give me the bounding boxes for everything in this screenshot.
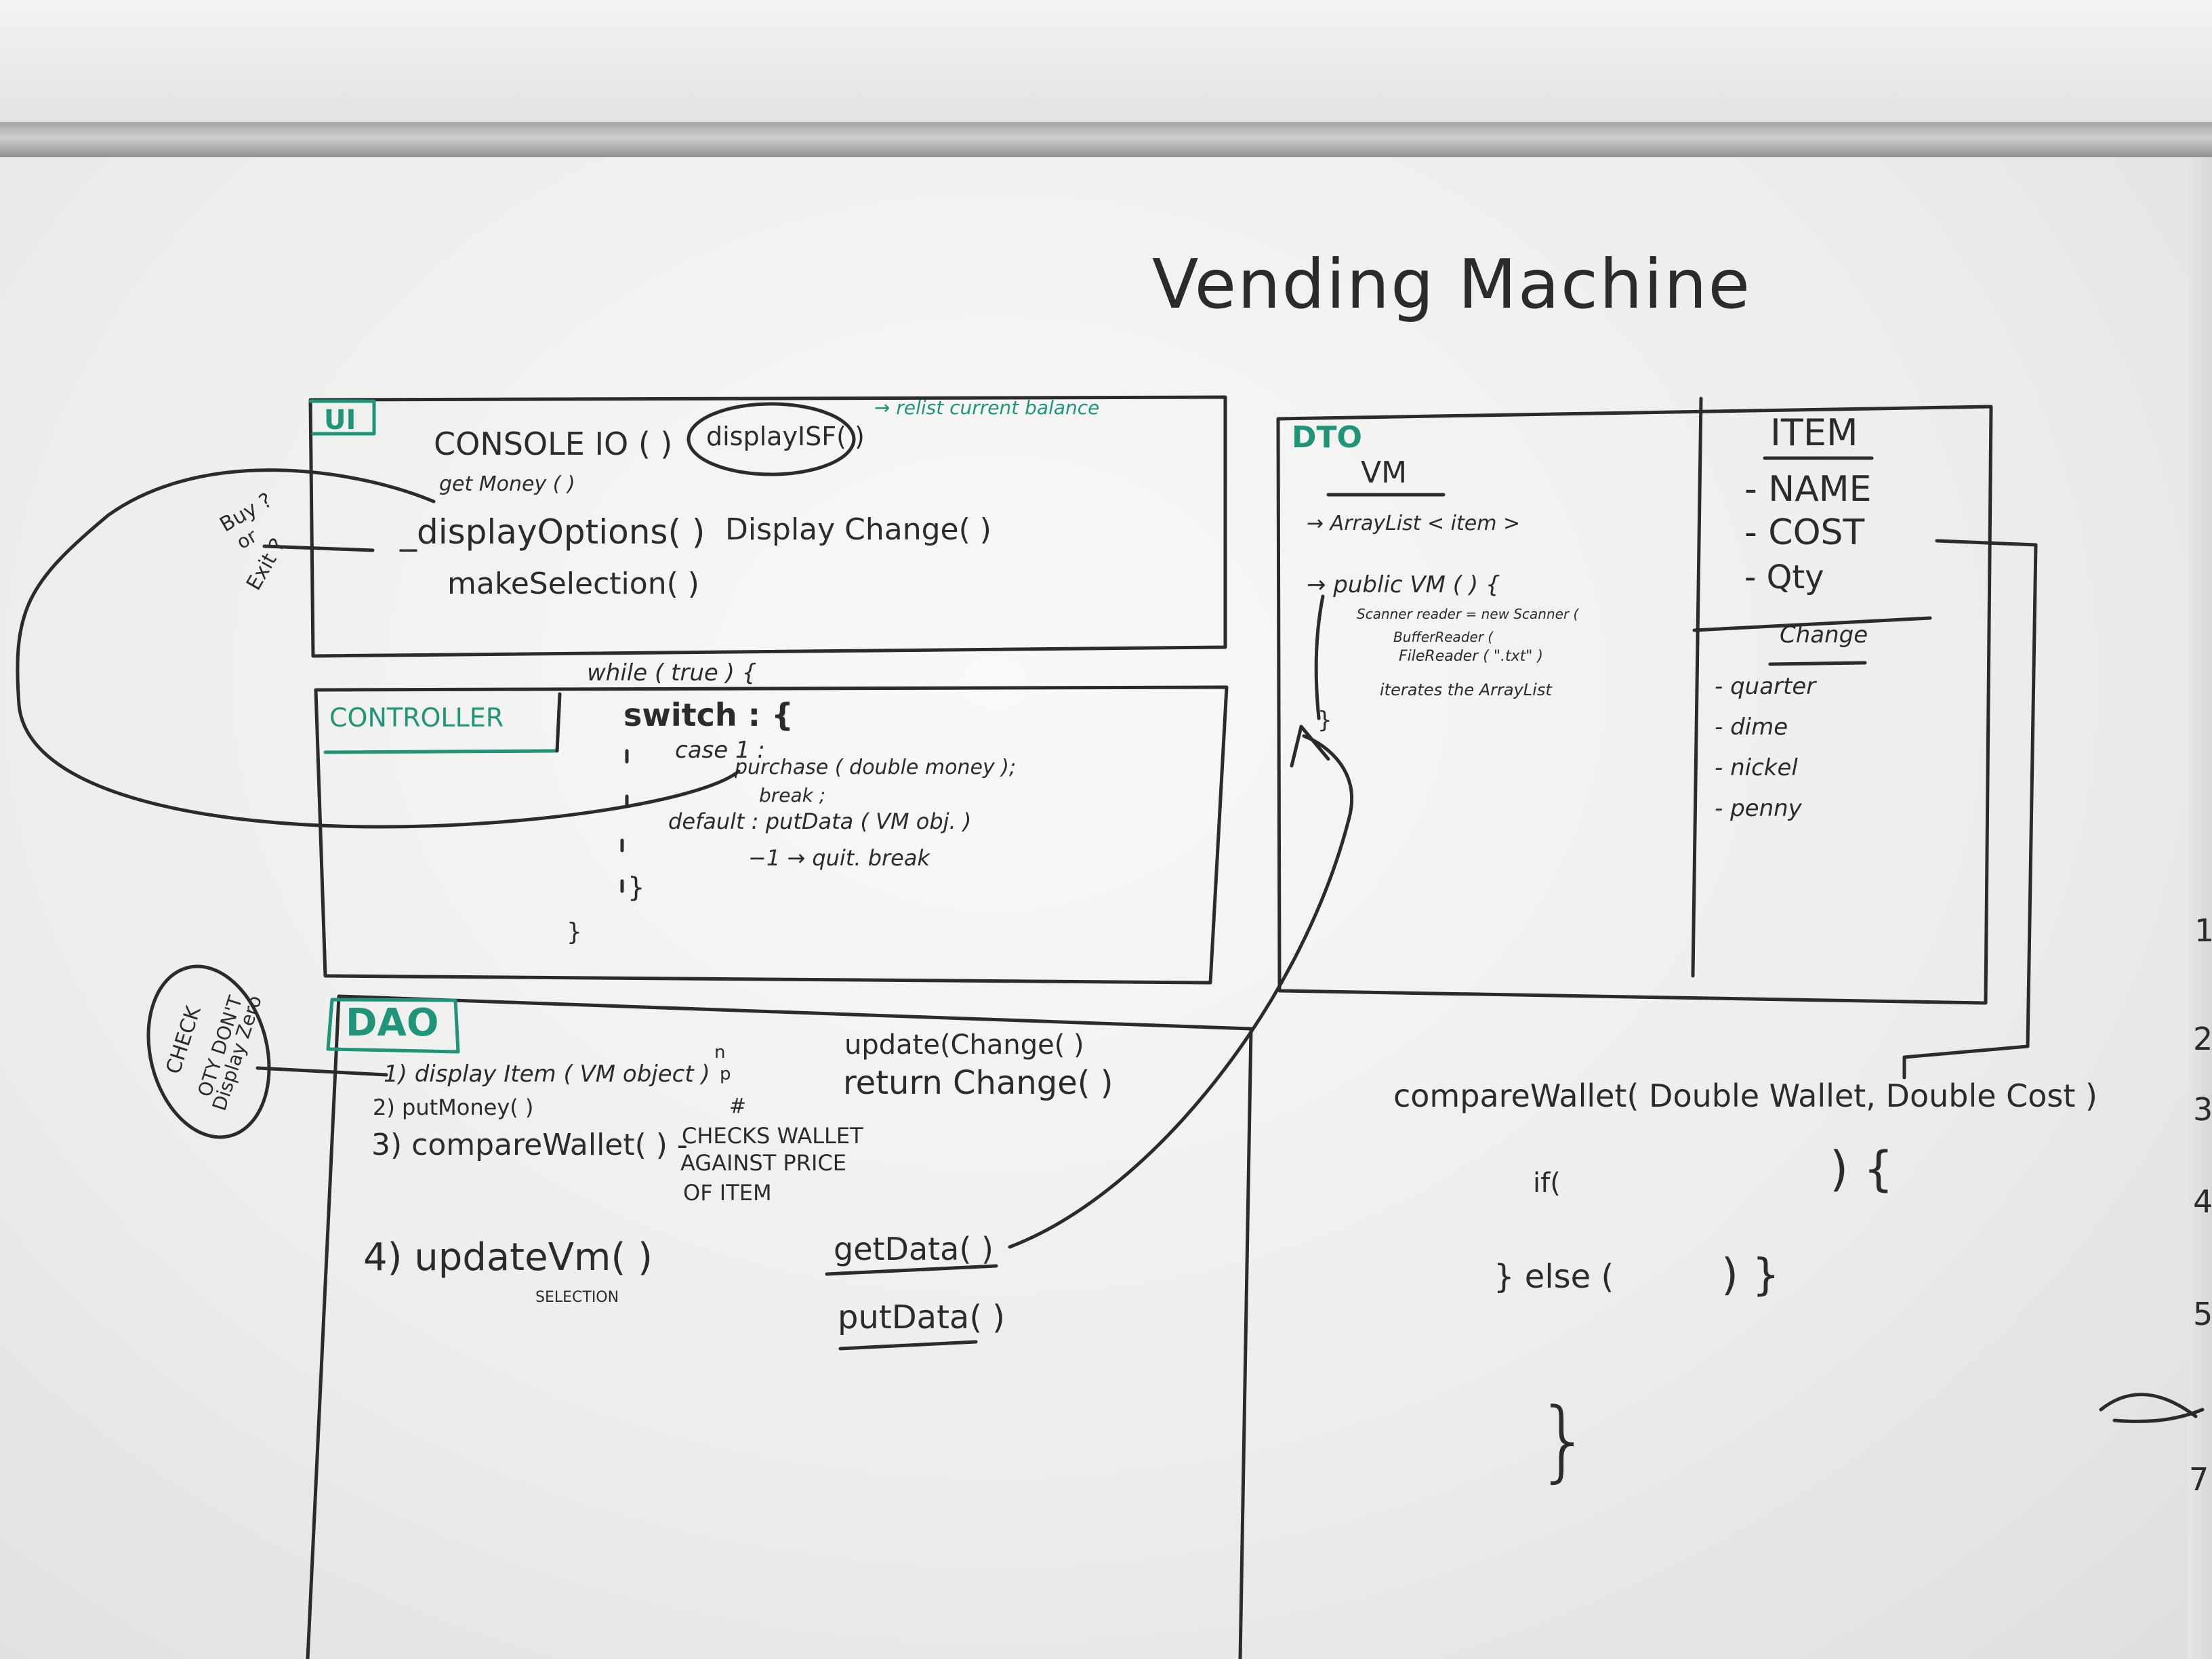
- whiteboard-right-edge: [2188, 157, 2212, 1659]
- compare-else: } else (: [1494, 1258, 1614, 1296]
- dto-box: [1276, 405, 1993, 1005]
- getdata-underline: [825, 1264, 998, 1276]
- item-field-name: - NAME: [1744, 469, 1872, 510]
- selection-label: SELECTION: [535, 1289, 619, 1306]
- dao-item-4: 4) updateVm( ): [363, 1235, 653, 1279]
- dto-line-6: iterates the ArrayList: [1380, 680, 1552, 699]
- dao-item-2: 2) putMoney( ): [373, 1094, 534, 1120]
- check-qty-circle: [146, 964, 271, 1139]
- controller-box: [314, 685, 1229, 985]
- dto-line-7: }: [1317, 707, 1332, 734]
- update-change-label: update(Change( ): [844, 1029, 1084, 1061]
- check-note-link: [255, 1066, 388, 1077]
- dao-heading: DAO: [346, 1001, 439, 1045]
- controller-line-3: case 1 :: [675, 737, 765, 764]
- edge-number-5: 5: [2193, 1296, 2212, 1332]
- cost-to-compare-connector: [1902, 539, 2038, 1080]
- get-money-label: get Money ( ): [439, 472, 575, 496]
- controller-line-9: }: [567, 918, 582, 946]
- dto-bracket: [1314, 594, 1325, 720]
- coin-nickel: - nickel: [1715, 754, 1798, 781]
- wall-above-board: [0, 0, 2212, 122]
- compare-if-close: ) {: [1830, 1141, 1894, 1197]
- dto-line-1: → ArrayList < item >: [1307, 512, 1521, 535]
- coin-dime: - dime: [1715, 714, 1788, 741]
- controller-divider: [555, 692, 562, 753]
- dao-heading-box: [326, 998, 460, 1054]
- controller-line-2: switch : {: [623, 697, 794, 733]
- make-selection-label: makeSelection( ): [447, 567, 699, 601]
- change-heading: Change: [1780, 621, 1868, 649]
- display-options-label: _displayOptions( ): [400, 512, 705, 552]
- compare-else-close: ) }: [1721, 1250, 1780, 1300]
- compare-note-2: AGAINST PRICE: [680, 1150, 846, 1176]
- controller-dots: [620, 749, 629, 893]
- display-change-label: Display Change( ): [725, 512, 991, 547]
- coin-penny: - penny: [1715, 795, 1802, 822]
- dto-line-2: → public VM ( ) {: [1307, 571, 1500, 598]
- getdata-arrow-head: [1290, 724, 1330, 768]
- controller-heading-underline: [323, 749, 558, 754]
- controller-line-7: −1 → quit. break: [748, 845, 930, 871]
- compare-closing-brace: }: [1536, 1389, 1592, 1492]
- change-heading-underline: [1768, 661, 1867, 666]
- right-edge-doodle: [2099, 1393, 2205, 1423]
- item-field-cost: - COST: [1744, 512, 1865, 553]
- buy-exit-arrow: [262, 544, 375, 552]
- item-field-qty: - Qty: [1744, 558, 1824, 596]
- display-isf-label: displayISF( ): [706, 422, 865, 451]
- compare-note-1: CHECKS WALLET: [682, 1123, 863, 1149]
- edge-number-3: 3: [2193, 1091, 2212, 1128]
- dto-line-5: FileReader ( ".txt" ): [1399, 648, 1543, 665]
- item-change-divider: [1692, 616, 1932, 632]
- edge-number-7: 7: [2189, 1461, 2209, 1498]
- dto-line-4: BufferReader (: [1393, 629, 1494, 645]
- controller-line-8: }: [628, 872, 645, 903]
- controller-line-1: while ( true ) {: [587, 659, 757, 687]
- controller-line-5: break ;: [759, 784, 826, 806]
- dto-item-divider: [1691, 396, 1703, 978]
- display-isf-circle: [687, 402, 856, 476]
- board-title: Vending Machine: [1152, 245, 1752, 324]
- dao-item-1-mark-n: n: [714, 1042, 726, 1063]
- compare-if: if(: [1533, 1168, 1561, 1199]
- controller-line-4: purchase ( double money );: [735, 756, 1017, 779]
- dto-heading: DTO: [1292, 420, 1362, 455]
- controller-to-ui-loop: [16, 468, 741, 829]
- item-heading: ITEM: [1770, 411, 1858, 454]
- ui-heading-box: [308, 399, 376, 436]
- dto-subheading: VM: [1361, 455, 1408, 490]
- edge-number-4: 4: [2193, 1183, 2212, 1220]
- dao-item-3: 3) compareWallet( ) -: [371, 1128, 688, 1162]
- compare-wallet-signature: compareWallet( Double Wallet, Double Cos…: [1393, 1078, 2097, 1114]
- put-data-label: putData( ): [838, 1298, 1006, 1336]
- dao-item-1-mark-hash: #: [729, 1094, 747, 1118]
- get-data-label: getData( ): [834, 1231, 994, 1267]
- controller-heading: CONTROLLER: [329, 703, 504, 733]
- dao-item-1-mark-p: p: [720, 1064, 731, 1084]
- getdata-to-dto-arrow: [1008, 734, 1354, 1249]
- return-change-label: return Change( ): [843, 1064, 1113, 1102]
- compare-note-3: OF ITEM: [683, 1180, 772, 1206]
- putdata-underline: [838, 1340, 978, 1351]
- edge-number-2: 2: [2193, 1021, 2212, 1057]
- dto-line-3: Scanner reader = new Scanner (: [1357, 606, 1579, 622]
- ui-heading: UI: [324, 405, 356, 436]
- whiteboard-top-frame: [0, 122, 2212, 157]
- dao-item-1: 1) display Item ( VM object ): [384, 1061, 710, 1088]
- controller-line-6: default : putData ( VM obj. ): [668, 808, 972, 834]
- display-isf-note: → relist current balance: [874, 396, 1100, 419]
- edge-number-1: 1: [2194, 912, 2212, 949]
- console-io-label: CONSOLE IO ( ): [434, 426, 673, 462]
- coin-quarter: - quarter: [1715, 673, 1816, 700]
- ui-box: [308, 395, 1227, 658]
- dao-box: [306, 994, 1253, 1659]
